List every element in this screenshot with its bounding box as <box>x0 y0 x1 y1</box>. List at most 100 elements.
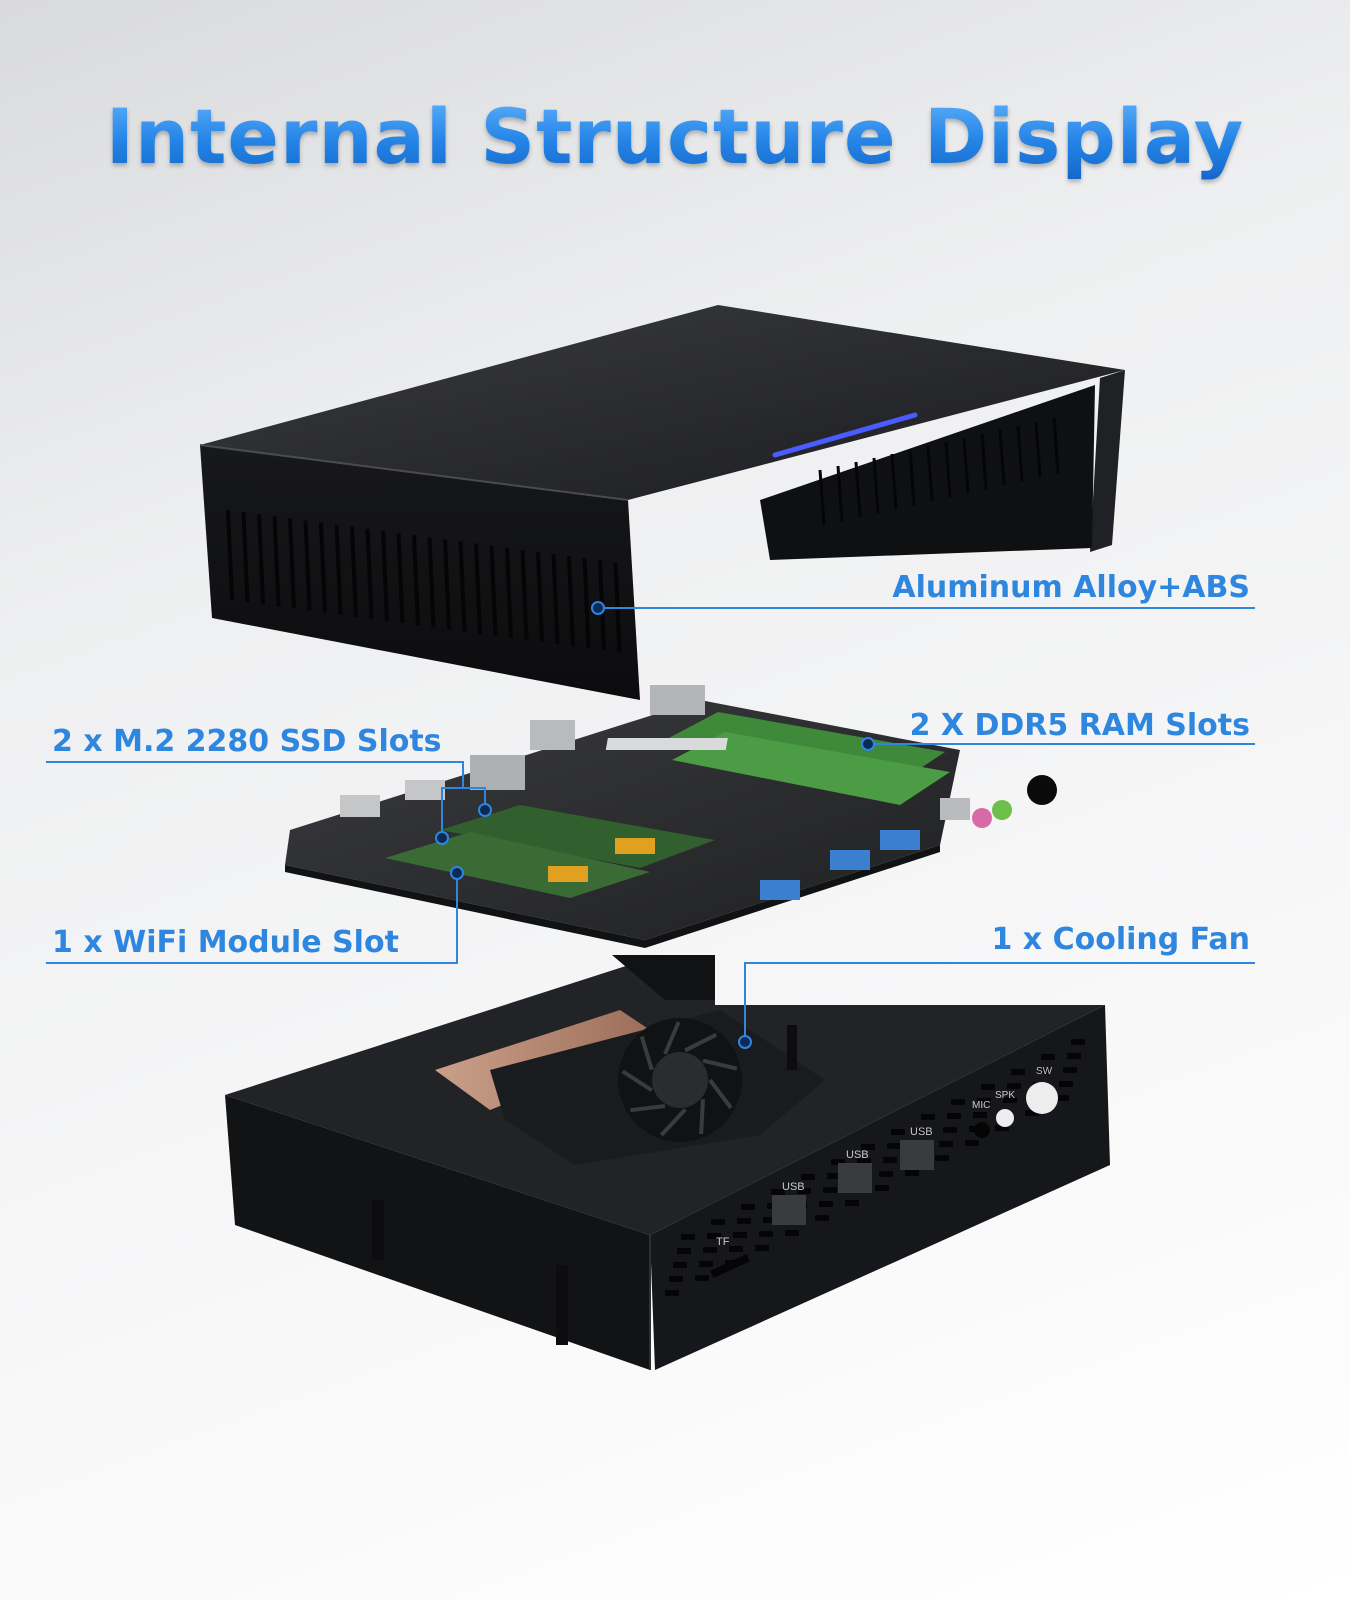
vent-slot <box>288 518 296 609</box>
vent-slot <box>396 533 405 624</box>
usb-port-label-3: USB <box>910 1126 933 1138</box>
vent-slot <box>303 520 312 611</box>
chassis-vent-slot <box>951 1099 965 1105</box>
vent-slot <box>551 554 560 645</box>
usb-port-rear-2 <box>405 780 445 800</box>
page-title: Internal Structure Display <box>0 92 1350 181</box>
label-ram-slots: 2 X DDR5 RAM Slots <box>909 708 1250 743</box>
fan-blade <box>659 1108 687 1137</box>
ethernet-port-3 <box>650 685 705 715</box>
chassis-vent-slot <box>759 1231 773 1237</box>
chassis-vent-slot <box>831 1159 845 1165</box>
sw-hole <box>1026 1082 1058 1114</box>
chassis-vent-slot <box>1003 1097 1017 1103</box>
tf-port-label: TF <box>716 1236 730 1248</box>
chassis-vent-slot <box>737 1218 751 1224</box>
audio-jack <box>992 800 1012 820</box>
chassis-vent-slot <box>677 1248 691 1254</box>
chassis-vent-slot <box>741 1204 755 1210</box>
top-cover-vents <box>226 509 622 653</box>
standoff-3 <box>787 1025 797 1070</box>
vent-slot <box>890 453 898 510</box>
vent-slot <box>872 457 880 514</box>
chassis-vent-slot <box>917 1128 931 1134</box>
top-cover-lid <box>200 305 1125 500</box>
fan-blade <box>708 1078 733 1110</box>
usb-port-label-2: USB <box>846 1149 869 1161</box>
vent-slot <box>536 551 544 643</box>
chassis-vent-slot <box>1041 1054 1055 1060</box>
vent-slot <box>582 558 591 649</box>
chassis-vent-slot <box>665 1290 679 1296</box>
usb-port-label-1: USB <box>782 1181 805 1193</box>
chassis-vent-slot <box>965 1140 979 1146</box>
chassis-vent-slot <box>891 1129 905 1135</box>
chassis-vent-slot <box>699 1261 713 1267</box>
chassis-vent-slot <box>883 1157 897 1163</box>
led-strip <box>772 412 918 458</box>
bottom-chassis: TF USB USB USB MIC SPK SW <box>225 955 1110 1370</box>
chassis-bracket <box>612 955 715 1000</box>
ssd-label-2 <box>548 866 588 882</box>
fan-blade <box>630 1103 666 1113</box>
vent-slot <box>908 449 916 506</box>
vent-slot <box>962 437 970 494</box>
chassis-vent-slot <box>921 1114 935 1120</box>
vent-slot <box>381 530 389 622</box>
chassis-vent-slot <box>669 1276 683 1282</box>
fan-blade <box>702 1058 738 1071</box>
chassis-vent-slot <box>801 1174 815 1180</box>
top-cover-left-wall <box>200 445 640 700</box>
label-cooling-fan: 1 x Cooling Fan <box>991 922 1250 957</box>
vent-slot <box>980 433 988 490</box>
chassis-vent-slot <box>1037 1068 1051 1074</box>
vent-slot <box>1052 417 1060 474</box>
fan-blade <box>621 1069 653 1092</box>
chassis-vent-slot <box>1071 1039 1085 1045</box>
ethernet-port-2 <box>530 720 575 750</box>
type-c-port <box>940 798 970 820</box>
chassis-vent-slot <box>695 1275 709 1281</box>
top-cover-side-vents <box>818 417 1060 526</box>
vent-slot <box>567 556 575 647</box>
chassis-vent-slot <box>981 1084 995 1090</box>
fan-blade <box>699 1099 705 1135</box>
chassis-vent-slot <box>707 1233 721 1239</box>
label-ssd-slots: 2 x M.2 2280 SSD Slots <box>52 724 442 759</box>
ssd-label-1 <box>615 838 655 854</box>
fan-blade <box>639 1035 654 1071</box>
label-case-material: Aluminum Alloy+ABS <box>892 570 1250 605</box>
vent-slot <box>474 543 482 634</box>
mic-hole <box>974 1122 990 1138</box>
fan-blade <box>663 1021 681 1055</box>
ram-label <box>605 738 728 750</box>
vent-slot <box>334 524 343 615</box>
vent-slot <box>1034 421 1042 478</box>
callout-wifi-slot <box>46 873 458 964</box>
chassis-vent-slot <box>857 1158 871 1164</box>
sw-port-label: SW <box>1036 1066 1053 1077</box>
chassis-vent-slot <box>905 1170 919 1176</box>
vent-slot <box>257 514 265 605</box>
standoff-1 <box>372 1200 384 1260</box>
vent-slot <box>412 535 420 626</box>
vent-slot <box>443 539 451 630</box>
fan-hub <box>652 1052 708 1108</box>
vent-slot <box>350 526 358 617</box>
chassis-vent-slot <box>819 1201 833 1207</box>
vent-slot <box>854 461 862 518</box>
spk-hole <box>996 1109 1014 1127</box>
label-wifi-slot: 1 x WiFi Module Slot <box>52 925 399 960</box>
usb-front-2 <box>838 1163 872 1193</box>
usb-front-1 <box>772 1195 806 1225</box>
fan-blade <box>684 1032 718 1053</box>
vent-slot <box>489 545 498 636</box>
chassis-vent-slot <box>681 1234 695 1240</box>
chassis-vent-slot <box>755 1245 769 1251</box>
usb3-port-1 <box>830 850 870 870</box>
chassis-vent-slot <box>785 1230 799 1236</box>
top-cover <box>199 305 1125 700</box>
chassis-vent-slot <box>703 1247 717 1253</box>
mic-jack <box>972 808 992 828</box>
chassis-vent-slot <box>1063 1067 1077 1073</box>
